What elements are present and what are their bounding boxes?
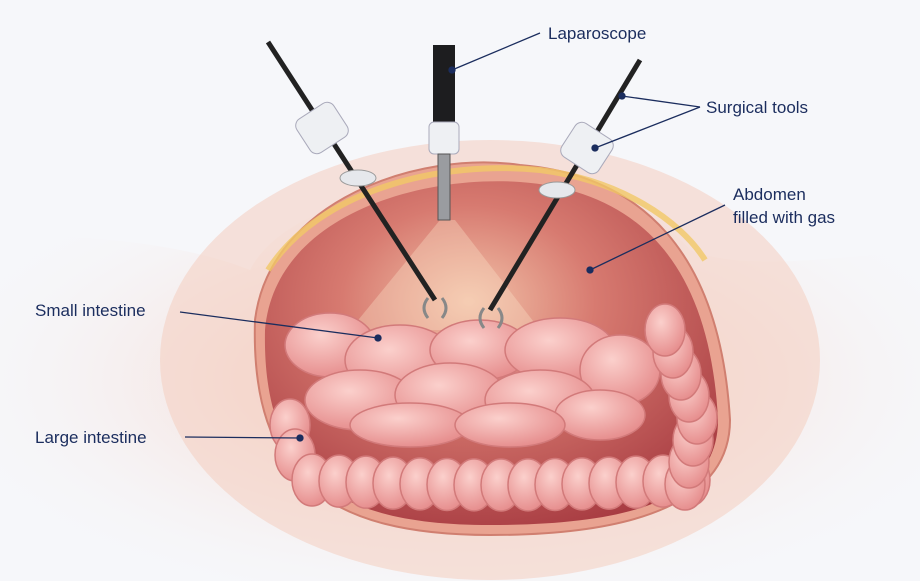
label-surgical-tools: Surgical tools	[706, 98, 809, 117]
leader-lines	[179, 32, 726, 442]
label-abdomen: Abdomen	[733, 185, 806, 204]
label-small-intestine: Small intestine	[35, 301, 146, 320]
laparoscope	[428, 45, 460, 221]
label-abdomen-gas: filled with gas	[733, 208, 836, 227]
surgical-tool-right	[478, 58, 643, 329]
label-large-intestine: Large intestine	[35, 428, 147, 447]
surgical-tool-left	[265, 40, 448, 319]
large-intestine-segment	[644, 303, 686, 357]
label-laparoscope: Laparoscope	[548, 24, 647, 43]
large-intestine	[269, 303, 718, 512]
